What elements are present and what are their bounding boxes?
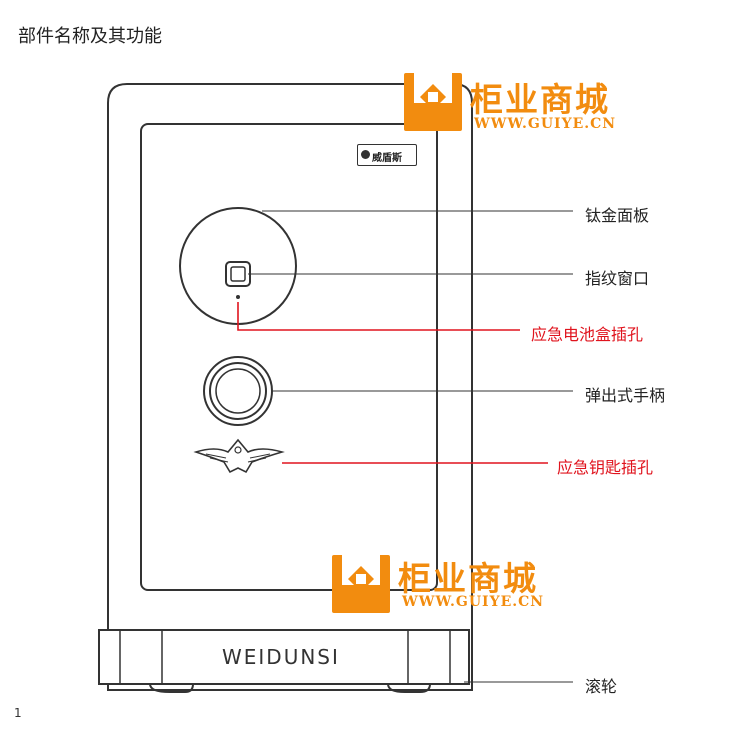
label-wheels: 滚轮 (585, 677, 618, 696)
door-nameplate: 威盾斯 (357, 144, 417, 166)
base-brand: WEIDUNSI (222, 645, 340, 669)
watermark-brand-name-top: 柜业商城 (470, 80, 610, 119)
brand-logo-icon-middle (332, 555, 390, 613)
door-panel-outline (140, 123, 438, 591)
label-titanium-panel: 钛金面板 (585, 206, 650, 225)
popup-handle-outer (203, 356, 273, 426)
page-title: 部件名称及其功能 (18, 26, 162, 47)
page-number: 1 (14, 706, 22, 720)
watermark-brand-url-top: WWW.GUIYE.CN (474, 116, 617, 132)
battery-port (236, 295, 240, 299)
brand-logo-icon-top (404, 73, 462, 131)
fingerprint-window (225, 261, 251, 287)
label-fingerprint-window: 指纹窗口 (585, 269, 650, 288)
label-popup-handle: 弹出式手柄 (585, 386, 666, 405)
label-emergency-key-hole: 应急钥匙插孔 (557, 458, 654, 477)
door-nameplate-text: 威盾斯 (372, 153, 402, 164)
plate-emblem-icon (361, 150, 370, 159)
watermark-brand-url-middle: WWW.GUIYE.CN (402, 594, 545, 610)
wheel-right (387, 683, 431, 693)
eagle-emblem-icon (193, 438, 285, 474)
watermark-brand-name-middle: 柜业商城 (398, 559, 538, 598)
label-emergency-battery-port: 应急电池盒插孔 (531, 325, 644, 344)
wheel-left (149, 683, 194, 693)
